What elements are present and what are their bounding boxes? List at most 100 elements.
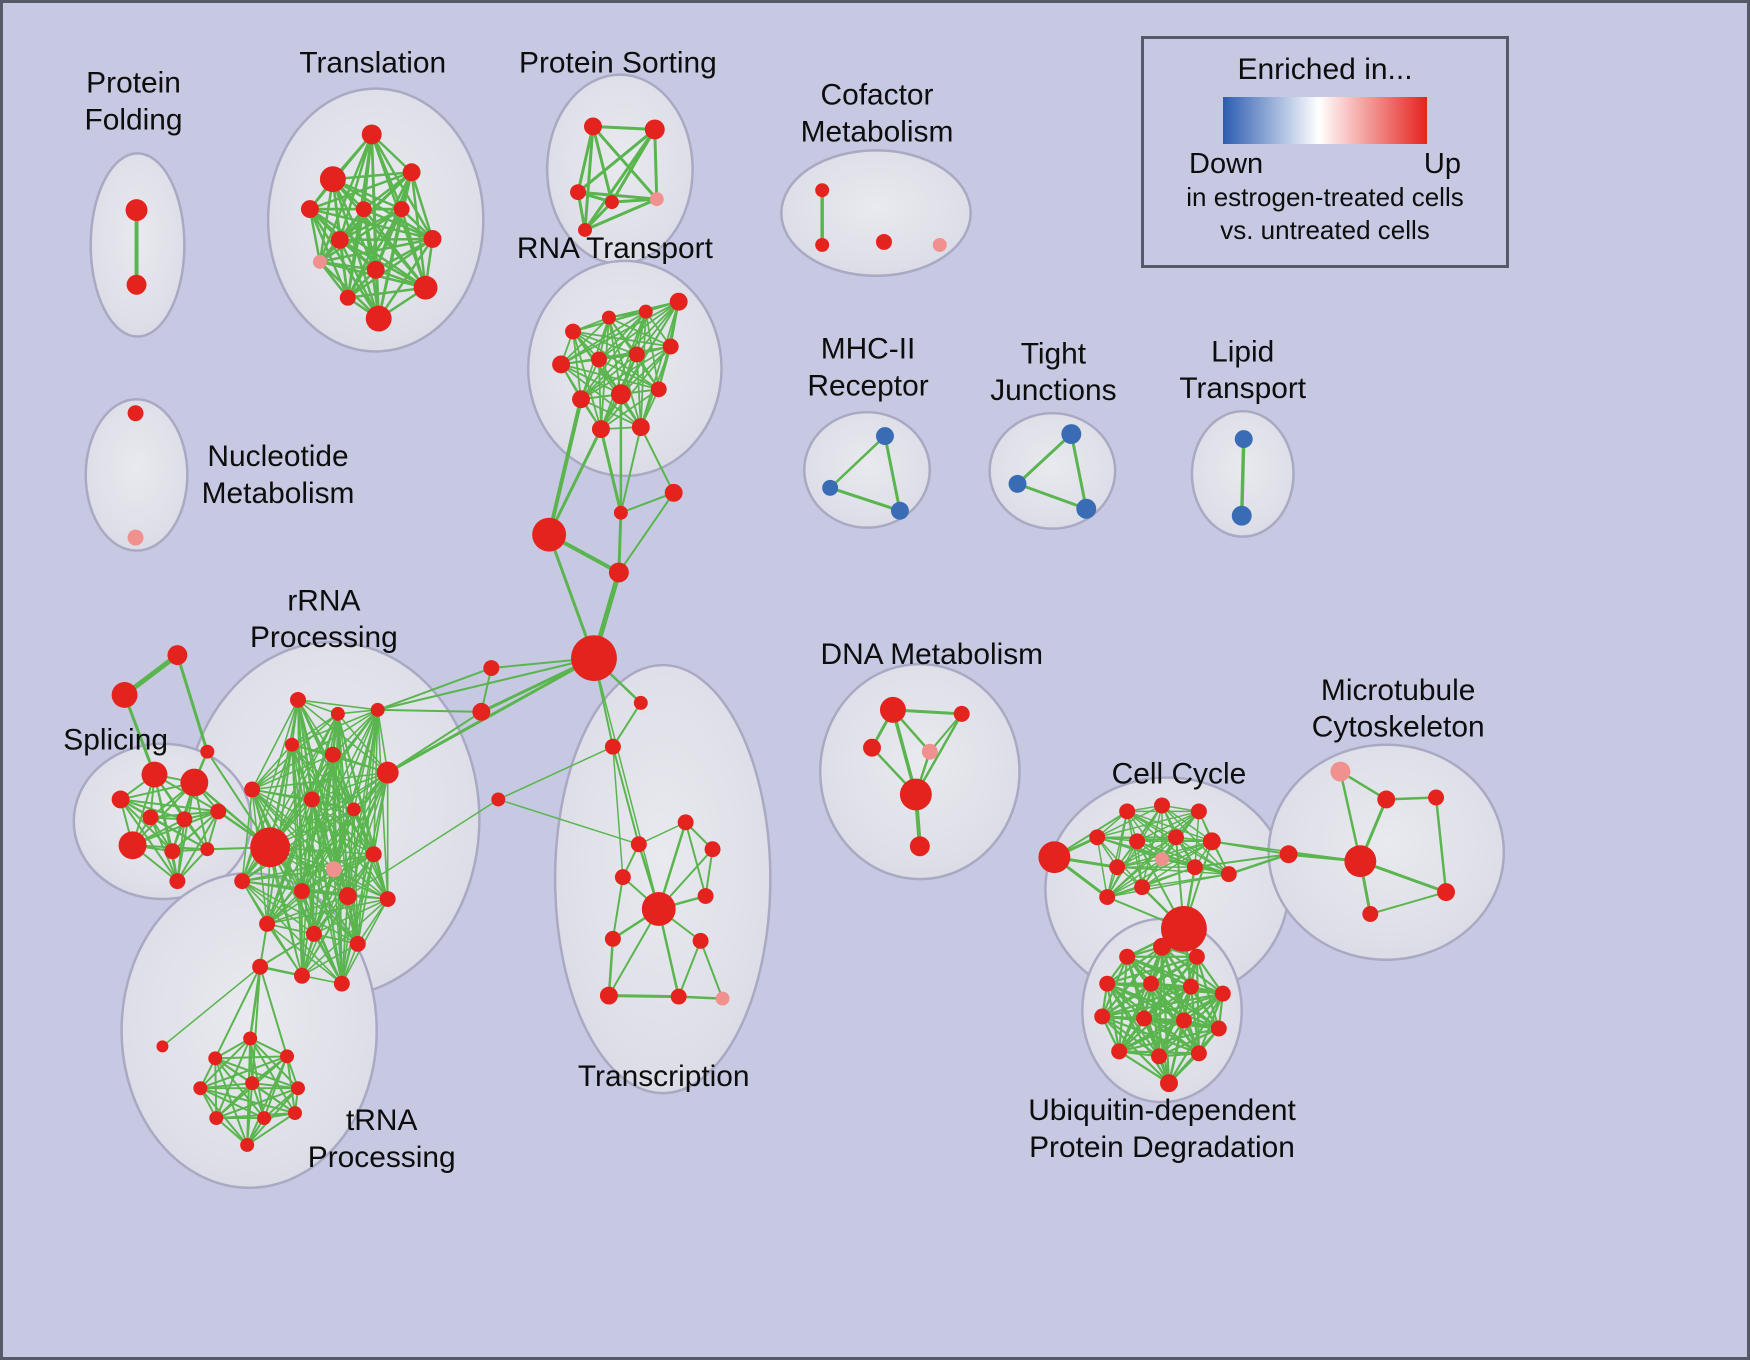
legend-down-label: Down xyxy=(1189,148,1264,180)
network-edge xyxy=(337,713,389,774)
node-ub13 xyxy=(1151,1048,1167,1065)
network-edge xyxy=(1106,866,1196,898)
node-tl1 xyxy=(361,124,382,145)
node-cc3 xyxy=(1190,803,1207,820)
network-edge xyxy=(131,810,220,847)
node-rt9 xyxy=(572,390,590,409)
node-ub12 xyxy=(1111,1043,1128,1060)
network-edge xyxy=(1106,955,1198,985)
network-edge xyxy=(215,1037,252,1120)
cluster-label-line: Metabolism xyxy=(801,115,954,148)
network-edge xyxy=(119,798,179,883)
network-edge xyxy=(241,868,335,882)
network-edge xyxy=(611,876,624,940)
network-edge xyxy=(214,965,262,1060)
node-rt3 xyxy=(638,304,653,319)
network-edge xyxy=(1239,437,1246,518)
network-edge xyxy=(370,133,434,241)
node-tx12 xyxy=(715,991,730,1006)
node-cc7 xyxy=(1202,832,1221,851)
network-edge xyxy=(572,330,582,401)
network-edge xyxy=(560,310,647,366)
node-mt6 xyxy=(1362,905,1379,922)
network-edge xyxy=(1189,985,1220,1030)
network-edge xyxy=(376,667,493,711)
node-rr1 xyxy=(290,691,306,708)
node-sl7 xyxy=(118,831,147,860)
node-lt1 xyxy=(1234,430,1253,449)
legend-gradient-bar xyxy=(1223,97,1427,144)
network-edge xyxy=(241,808,355,882)
network-edge xyxy=(1136,810,1200,843)
cluster-label-line: Protein Degradation xyxy=(1029,1131,1295,1164)
node-tr7 xyxy=(209,1111,224,1126)
network-edge xyxy=(337,713,355,811)
node-rr14 xyxy=(338,887,357,906)
network-edge xyxy=(215,1087,299,1120)
node-rr19 xyxy=(293,967,310,984)
node-tx11 xyxy=(670,988,687,1005)
network-edge xyxy=(612,745,624,878)
cluster-ellipse-dna-metabolism xyxy=(818,662,1021,881)
network-edge xyxy=(301,808,355,892)
network-edge xyxy=(386,710,483,774)
network-edge xyxy=(828,486,902,513)
node-rr9 xyxy=(346,802,361,817)
network-edge xyxy=(1101,982,1153,1018)
node-tl9 xyxy=(312,254,327,269)
cluster-label-line: Processing xyxy=(250,621,398,654)
node-tj1 xyxy=(1061,424,1082,445)
node-tl6 xyxy=(393,201,410,218)
cluster-label-line: RNA Transport xyxy=(517,232,714,265)
node-tx4 xyxy=(630,836,647,853)
network-edge xyxy=(266,798,313,925)
network-edge xyxy=(1118,1019,1186,1053)
node-ps4 xyxy=(604,195,619,210)
network-edge xyxy=(576,124,595,194)
network-edge xyxy=(291,713,339,746)
node-hb3 xyxy=(664,483,683,502)
network-edge xyxy=(572,330,672,348)
cluster-label-line: Microtubule xyxy=(1321,674,1476,707)
node-ub2 xyxy=(1119,948,1136,965)
node-ub11 xyxy=(1210,1020,1227,1037)
network-edge xyxy=(497,798,640,846)
node-rr20 xyxy=(333,975,350,992)
network-edge xyxy=(600,345,672,431)
node-rrBig xyxy=(250,827,291,868)
network-edge xyxy=(598,310,647,361)
node-hub xyxy=(571,635,617,681)
node-ps6 xyxy=(578,223,592,237)
node-ps1 xyxy=(584,117,602,136)
node-rt11 xyxy=(650,381,667,398)
cluster-label-line: Junctions xyxy=(990,374,1116,407)
network-edge xyxy=(497,745,614,801)
node-tl4 xyxy=(300,200,319,219)
node-ub7 xyxy=(1214,985,1231,1002)
node-cc5 xyxy=(1129,833,1146,850)
network-edge xyxy=(1142,992,1224,1020)
node-hc3 xyxy=(491,792,506,807)
network-edge xyxy=(291,743,303,977)
node-ub10 xyxy=(1175,1012,1192,1029)
node-hc2 xyxy=(472,702,491,721)
cluster-label-line: Ubiquitin-dependent xyxy=(1028,1094,1296,1127)
cluster-label-line: Folding xyxy=(85,103,183,136)
node-sl6 xyxy=(210,803,227,820)
network-edge xyxy=(386,656,596,775)
cluster-ellipse-tight-junctions xyxy=(988,411,1117,530)
cluster-label-translation: Translation xyxy=(299,47,446,80)
cluster-label-line: Nucleotide xyxy=(207,440,348,473)
node-txBig xyxy=(641,892,676,926)
network-edge xyxy=(215,1082,254,1120)
network-edge xyxy=(301,943,359,977)
node-tx2 xyxy=(604,738,621,755)
network-edge xyxy=(251,753,334,791)
node-tl5 xyxy=(355,201,372,218)
node-cf4 xyxy=(932,237,947,252)
node-mh1 xyxy=(875,427,894,446)
